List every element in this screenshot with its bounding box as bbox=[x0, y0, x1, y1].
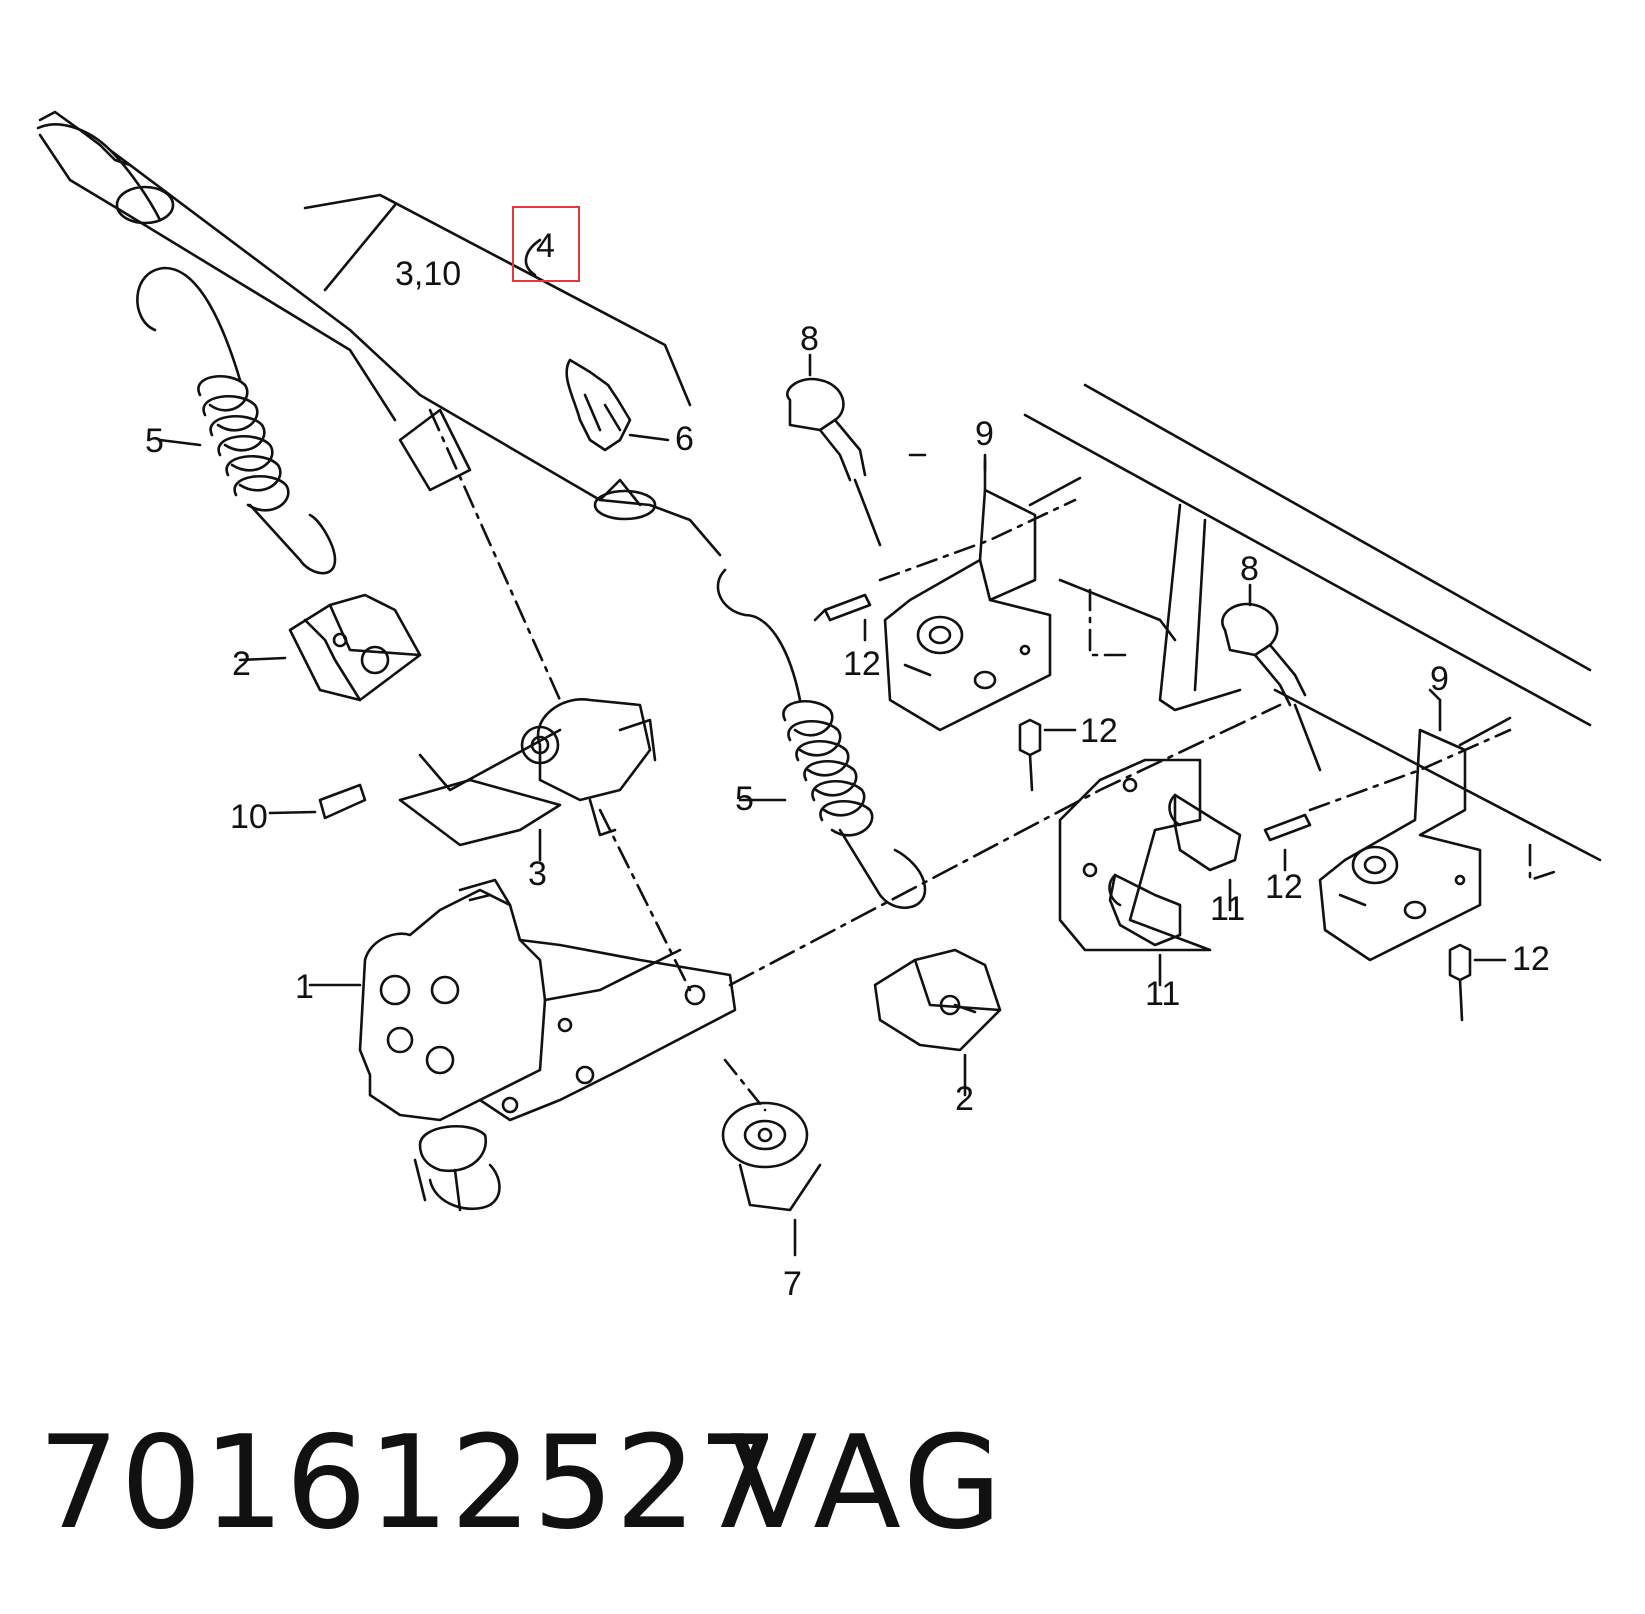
center-rod-axis bbox=[428, 408, 562, 702]
bolt-part-11-upper bbox=[1168, 793, 1242, 912]
callout-bracket bbox=[303, 193, 692, 407]
bracket-part-9-left bbox=[883, 458, 1082, 732]
lever-part-3 bbox=[398, 698, 657, 862]
cable-guide-part-2-left bbox=[238, 593, 422, 702]
callout-7: 7 bbox=[783, 1265, 802, 1303]
callout-9-left: 9 bbox=[975, 415, 994, 453]
screw-part-8-left bbox=[786, 353, 882, 547]
rivet-part-12-a bbox=[813, 593, 872, 642]
callout-12-a: 12 bbox=[843, 645, 881, 683]
brake-cable-part-4 bbox=[36, 110, 722, 557]
cable-clip-part-6 bbox=[565, 358, 670, 452]
callout-2-right: 2 bbox=[955, 1080, 974, 1118]
callout-12-d: 12 bbox=[1512, 940, 1550, 978]
rivet-part-12-b bbox=[1018, 718, 1077, 792]
callout-4: 4 bbox=[536, 227, 555, 265]
callout-12-c: 12 bbox=[1265, 868, 1303, 906]
mounting-plate bbox=[1058, 758, 1212, 952]
callout-11-upper: 11 bbox=[1210, 890, 1245, 928]
callout-2-left: 2 bbox=[232, 645, 251, 683]
callout-3-10: 3,10 bbox=[395, 255, 461, 293]
callout-5-left: 5 bbox=[145, 422, 164, 460]
bracket-part-9-right bbox=[1318, 698, 1512, 962]
callout-5-right: 5 bbox=[735, 780, 754, 818]
callout-11-lower: 11 bbox=[1145, 975, 1180, 1013]
rivet-part-12-d bbox=[1448, 943, 1507, 1022]
highlight-box bbox=[512, 206, 580, 282]
return-spring-part-5-left bbox=[136, 266, 337, 575]
callout-1: 1 bbox=[295, 968, 314, 1006]
pin-part-10 bbox=[268, 783, 367, 820]
callout-8-left: 8 bbox=[800, 320, 819, 358]
callout-9-right: 9 bbox=[1430, 660, 1449, 698]
vehicle-body bbox=[1023, 383, 1602, 862]
callout-10: 10 bbox=[230, 798, 268, 836]
grommet-part-7 bbox=[721, 1058, 822, 1257]
callout-6: 6 bbox=[675, 420, 694, 458]
brand-name: VAG bbox=[730, 1409, 1006, 1558]
equalizer-part-1 bbox=[308, 878, 737, 1212]
bolt-part-11-lower bbox=[1108, 873, 1182, 987]
callout-3: 3 bbox=[528, 855, 547, 893]
callout-8-right: 8 bbox=[1240, 550, 1259, 588]
cross-axis bbox=[728, 703, 1282, 987]
screw-part-8-right bbox=[1221, 583, 1322, 772]
cable-guide-part-2-right bbox=[873, 948, 1002, 1097]
callout-12-b: 12 bbox=[1080, 712, 1118, 750]
return-spring-part-5-right bbox=[716, 568, 927, 910]
part-number: 701612527 bbox=[38, 1409, 780, 1558]
rivet-part-12-c bbox=[1263, 813, 1312, 872]
